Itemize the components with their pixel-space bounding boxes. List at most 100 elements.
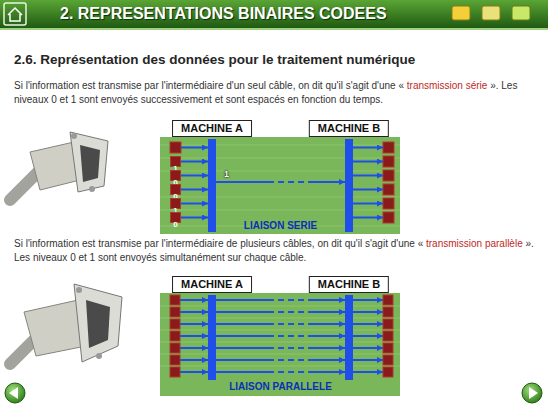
link-arrow <box>180 335 208 337</box>
bit-square <box>383 367 393 377</box>
bit-square <box>383 355 393 365</box>
machine-bar: MACHINE A <box>208 295 216 380</box>
link-arrow <box>181 189 208 191</box>
link-arrow <box>180 359 208 361</box>
link-arrow <box>353 147 383 149</box>
paragraph-text: Si l'information est transmise par l'int… <box>14 238 423 249</box>
link-arrow <box>353 161 383 163</box>
link-arrow <box>353 217 383 219</box>
link-arrow <box>353 299 383 301</box>
link-caption: LIAISON SERIE <box>244 220 317 231</box>
bit-square <box>170 331 180 341</box>
bit-square <box>170 142 181 153</box>
menu-icon <box>512 6 530 20</box>
nav-button <box>5 383 25 403</box>
keyword-text: transmission parallèle <box>426 238 523 249</box>
link-arrow <box>181 147 208 149</box>
bit-square <box>170 319 180 329</box>
machine-label: MACHINE A <box>172 120 252 137</box>
link-arrow <box>353 175 383 177</box>
link-arrow <box>216 371 345 373</box>
connector-screw <box>89 186 95 192</box>
text-block: Si l'information est transmise par l'int… <box>14 237 536 265</box>
link-arrow <box>353 335 383 337</box>
link-arrow <box>181 175 208 177</box>
link-arrow <box>180 347 208 349</box>
link-arrow <box>216 311 345 313</box>
bit-square <box>170 295 180 305</box>
nav-arrow <box>9 387 18 399</box>
receive-arrows <box>353 300 383 372</box>
paragraph-text: Si l'information est transmise par l'int… <box>14 80 404 91</box>
bit-square <box>170 343 180 353</box>
text-block: LIAISON PARALLELE <box>216 381 345 392</box>
cable <box>10 340 34 364</box>
bit-square <box>383 319 393 329</box>
bit-square <box>383 307 393 317</box>
receive-arrows <box>353 148 383 218</box>
home-icon <box>4 3 26 25</box>
panel-stripes <box>160 306 400 366</box>
link-arrow <box>353 359 383 361</box>
link-arrow <box>181 203 208 205</box>
link-panel <box>160 137 400 234</box>
machine-label: MACHINE B <box>309 120 389 137</box>
db25-connector <box>10 284 122 364</box>
home-frame <box>4 3 26 25</box>
header-rule <box>0 28 548 30</box>
machine-bar: MACHINE B <box>345 295 353 380</box>
link-arrow <box>181 217 208 219</box>
panel-stripes <box>160 145 400 226</box>
link-arrow <box>216 359 345 361</box>
link-arrow <box>216 323 345 325</box>
bit-square <box>383 212 394 223</box>
header-bar <box>0 0 548 28</box>
bit-square: 0 <box>170 170 181 181</box>
section-heading: 2.6. Représentation des données pour le … <box>14 52 415 67</box>
text-block: Si l'information est transmise par l'int… <box>14 79 536 107</box>
menu-icon <box>482 6 500 20</box>
link-arrow <box>216 335 345 337</box>
text-block: LIAISON SERIE <box>216 220 345 231</box>
connector-shell <box>70 132 108 192</box>
machine-label: MACHINE B <box>309 276 389 293</box>
keyword-text: transmission série <box>407 80 488 91</box>
link-arrow <box>180 299 208 301</box>
receive-squares <box>383 295 393 377</box>
link-arrow <box>353 203 383 205</box>
link-arrow <box>181 161 208 163</box>
page-title: 2. REPRESENTATIONS BINAIRES CODEES <box>60 0 387 28</box>
bit-square <box>170 367 180 377</box>
nav-next <box>522 383 542 403</box>
connector-face <box>80 145 100 182</box>
link-arrow <box>180 371 208 373</box>
link-arrow <box>180 323 208 325</box>
bit-square <box>383 331 393 341</box>
db9-connector <box>10 132 108 200</box>
receive-squares <box>383 142 394 223</box>
link-panel <box>160 293 400 396</box>
link-arrow <box>216 181 345 183</box>
bit-square: 1 <box>170 198 181 209</box>
link-arrow <box>353 189 383 191</box>
bit-square <box>383 142 394 153</box>
bit-square <box>170 307 180 317</box>
link-caption: LIAISON PARALLELE <box>229 381 332 392</box>
bit-square: 1 <box>170 156 181 167</box>
home-house <box>8 8 22 21</box>
menu-icon <box>452 6 470 20</box>
connector-face <box>86 300 110 348</box>
send-arrows <box>180 300 208 372</box>
machine-bar: MACHINE B <box>345 139 353 232</box>
text-block: 2.6. Représentation des données pour le … <box>14 52 534 67</box>
bit-value: 0 <box>173 220 177 229</box>
link-arrow <box>353 311 383 313</box>
machine-bar: MACHINE A <box>208 139 216 232</box>
link-arrow <box>353 371 383 373</box>
bit-square: 0 <box>170 212 181 223</box>
link-arrow <box>353 323 383 325</box>
bit-square: 0 <box>170 184 181 195</box>
link-arrow <box>216 347 345 349</box>
nav-arrow <box>529 387 538 399</box>
bit-square <box>383 198 394 209</box>
